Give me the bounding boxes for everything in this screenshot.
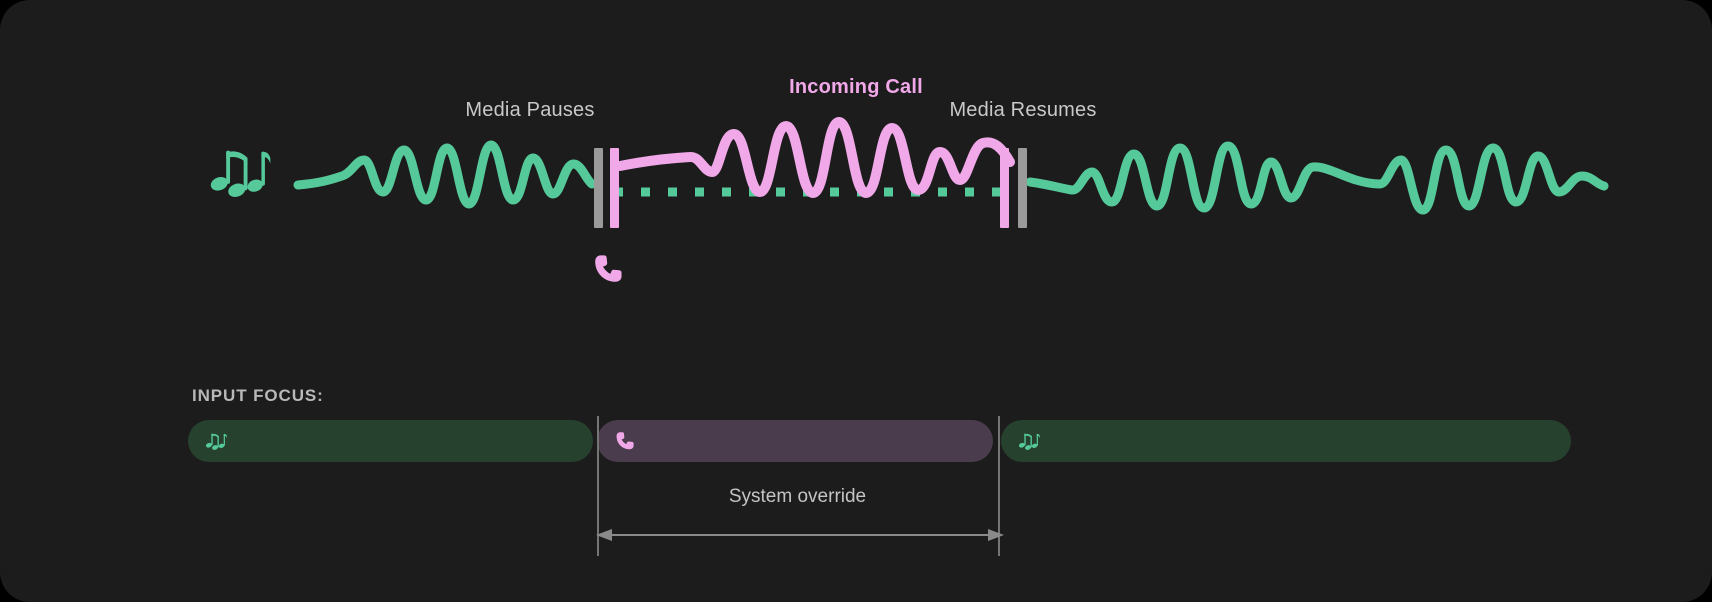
marker-pause-gray: [594, 148, 603, 228]
marker-resume-pink: [1000, 148, 1009, 228]
music-notes-icon: [1018, 432, 1041, 450]
system-override-label: System override: [728, 486, 867, 507]
label-media-resumes-text: Media Resumes: [949, 99, 1097, 121]
focus-track-call[interactable]: [597, 420, 993, 462]
input-focus-heading: INPUT FOCUS:: [192, 386, 324, 405]
input-focus-section: INPUT FOCUS:: [0, 372, 1712, 602]
audio-timeline: Incoming Call Media Pauses Media Resumes: [208, 76, 1609, 228]
waveform-call-audio: [615, 117, 1015, 198]
override-guide-right: [998, 416, 1000, 556]
waveform-media-after: [1025, 141, 1609, 215]
marker-pause-pink: [610, 148, 619, 228]
phone-icon: [615, 430, 636, 452]
override-guide-left: [597, 416, 599, 556]
phone-icon: [592, 252, 626, 286]
marker-resume-gray: [1018, 148, 1027, 228]
music-notes-icon: [208, 150, 271, 200]
waveform-media-before: [293, 140, 597, 209]
label-incoming-call: Incoming Call: [789, 76, 923, 98]
focus-track-media-after[interactable]: [1001, 420, 1571, 462]
label-media-pauses-text: Media Pauses: [465, 99, 595, 121]
music-notes-icon: [205, 432, 228, 450]
override-span-arrow: [590, 522, 1010, 548]
focus-track-media-before[interactable]: [188, 420, 593, 462]
